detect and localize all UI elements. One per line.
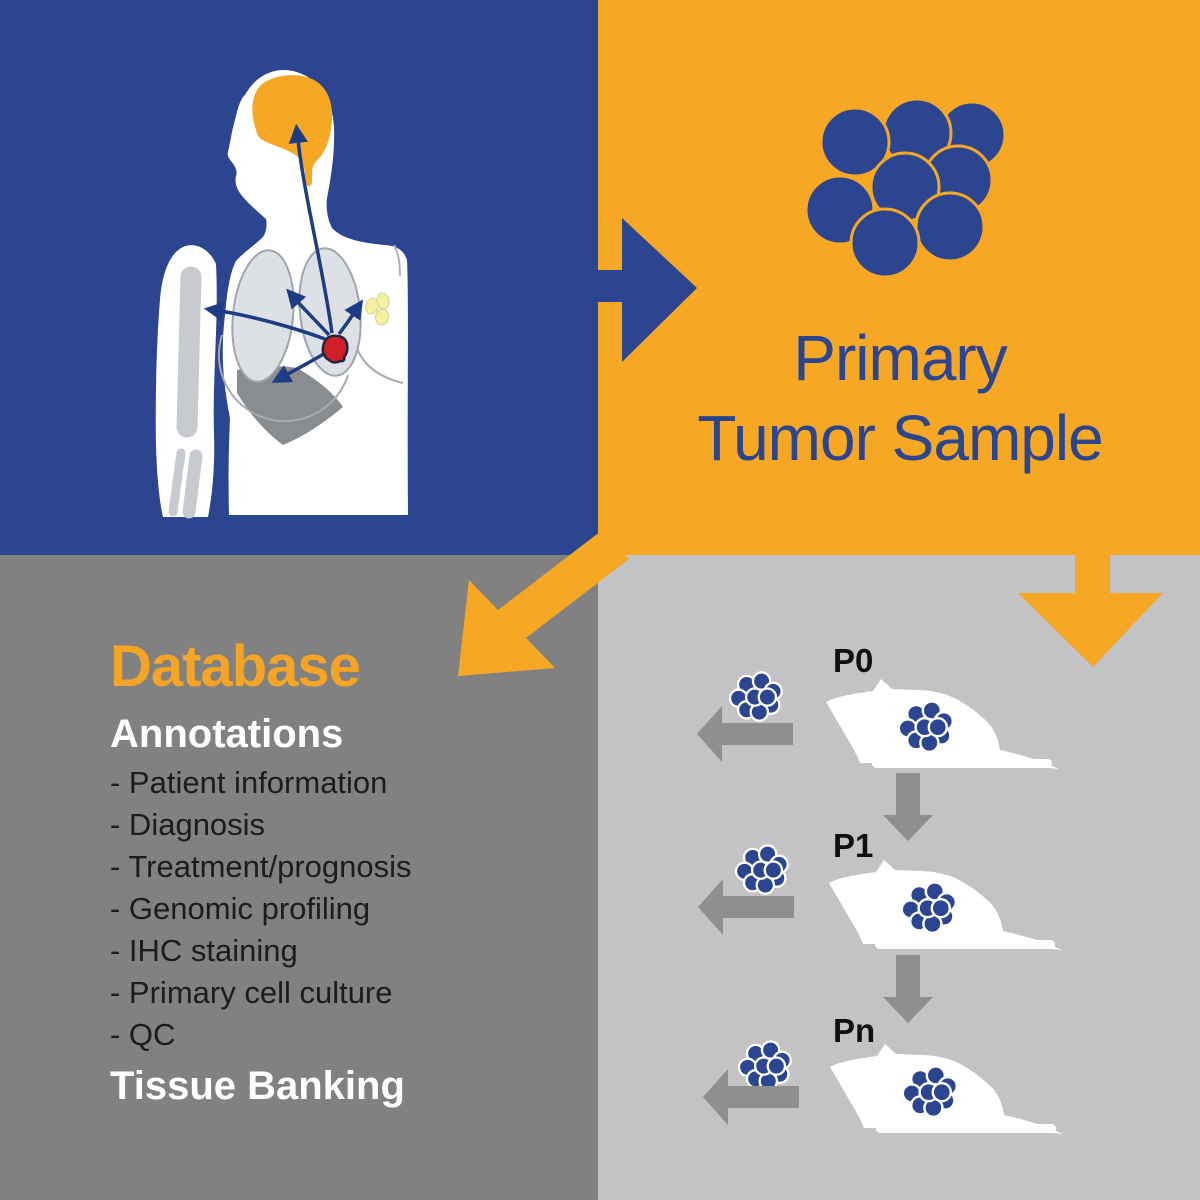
database-section: Database Annotations - Patient informati… — [110, 634, 590, 1109]
annotations-list: - Patient information - Diagnosis - Trea… — [110, 762, 590, 1056]
database-title: Database — [110, 634, 361, 699]
primary-tumor-sample-label: Primary Tumor Sample — [600, 318, 1200, 478]
primary-label-line1: Primary — [793, 322, 1007, 394]
mouse-label-p0: P0 — [833, 642, 874, 679]
primary-label-line2: Tumor Sample — [697, 402, 1103, 474]
annotation-item-ihc-staining: - IHC staining — [110, 933, 298, 968]
mouse-label-pn: Pn — [833, 1012, 876, 1049]
annotation-item-qc: - QC — [110, 1017, 176, 1052]
annotation-item-treatment-prognosis: - Treatment/prognosis — [110, 849, 412, 884]
annotation-item-primary-cell-culture: - Primary cell culture — [110, 975, 393, 1010]
annotation-item-genomic-profiling: - Genomic profiling — [110, 891, 371, 926]
annotations-heading: Annotations — [110, 712, 344, 756]
mouse-passaging-quadrant — [598, 555, 1200, 1200]
patient-quadrant — [0, 0, 598, 555]
tissue-banking-heading: Tissue Banking — [110, 1064, 405, 1108]
mouse-label-p1: P1 — [833, 827, 874, 864]
annotation-item-diagnosis: - Diagnosis — [110, 807, 266, 842]
annotation-item-patient-information: - Patient information — [110, 765, 388, 800]
